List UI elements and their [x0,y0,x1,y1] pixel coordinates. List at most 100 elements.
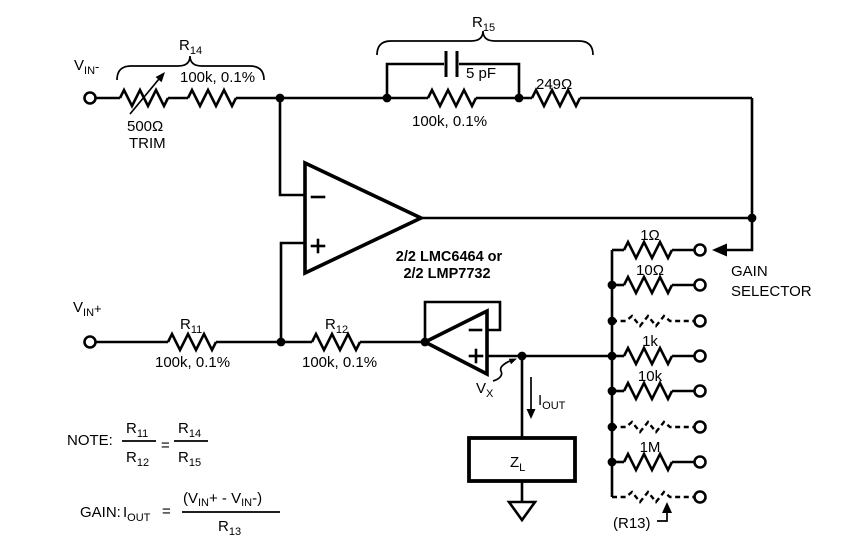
gain-resistor-1ohm: 1Ω [612,227,707,261]
iout-branch: IOUT [520,356,566,438]
gain-formula: GAIN: IOUT = (VIN+ - VIN-) R13 [80,490,280,538]
inverting-input-wire [278,98,305,197]
gain-numerator: (VIN+ - VIN-) [183,490,262,509]
iout-label: IOUT [538,392,566,412]
junction-dot [276,337,286,347]
tap-label: 10k [638,368,663,385]
resistor-body-dashed [612,490,694,504]
resistor-body [622,239,674,261]
zl-box [467,436,577,483]
r11-value: 100k, 0.1% [155,354,230,371]
note-formula: NOTE: R11 R12 = R14 R15 [67,420,208,469]
iout-arrowhead [526,409,536,419]
junction-dot [747,213,757,223]
gain-resistor-1M: 1M [612,439,707,473]
note-frac1-denominator: R12 [126,449,149,469]
gain-resistor-1k: 1k [612,333,707,367]
cap-branch-wire-right [459,62,521,98]
vx-pointer-arrowhead [508,358,517,365]
r14-brace [116,55,265,81]
r12-body [310,331,362,353]
gain-resistor-ladder: 1Ω 10Ω 1k 10k [610,227,707,532]
gain-selector-arrowhead [712,243,727,257]
junction-dots [275,93,757,467]
r15-network: R15 5 pF 100k, 0.1% 249Ω [376,14,594,130]
note-frac1-numerator: R11 [126,420,148,440]
pot-wiper-arrow-shaft [129,78,160,115]
vin-plus-terminal [83,335,97,349]
r13-callout: (R13) [613,502,672,532]
vin-minus-terminal [83,91,97,105]
vx-pointer-curve [492,360,511,382]
gain-resistor-10k: 10k [612,368,707,402]
vx-annotation: VX [476,358,517,400]
junction-dot [275,93,285,103]
gain-denominator: R13 [218,518,241,538]
note-prefix: NOTE: [67,432,113,449]
gain-resistor-dashed [612,420,707,434]
vin-minus-label: VIN- [74,57,99,77]
load-zl: ZL [467,436,577,523]
tap-label: 1k [642,333,658,350]
top-rail-wires [95,96,754,252]
junction-dot [420,337,430,347]
opamp-main-triangle [303,160,426,276]
gain-resistor-dashed [612,490,707,504]
resistor-r11: R11 100k, 0.1% [155,316,230,371]
opamp-part-line1: 2/2 LMC6464 or [396,249,503,265]
opamp-buffer [421,300,612,377]
r13-label: (R13) [613,515,651,532]
resistor-body [622,345,674,367]
tap-terminal [693,349,707,363]
resistor-body-dashed [612,314,694,328]
gain-selector-line2: SELECTOR [731,283,812,300]
tap-terminal [693,455,707,469]
tap-terminal [693,314,707,328]
r15-100k-value: 100k, 0.1% [412,113,487,130]
trim-label: TRIM [129,135,166,152]
resistor-249ohm-body [530,87,582,109]
resistor-body [622,451,674,473]
resistor-r12: R12 100k, 0.1% [302,316,377,371]
resistor-r14: R14 100k, 0.1% [116,37,265,109]
gain-equals: = [162,503,171,520]
buffer-feedback-wire [423,300,502,342]
resistor-249ohm-value: 249Ω [536,76,572,93]
note-frac2-numerator: R14 [178,420,201,440]
tap-terminal [693,278,707,292]
trim-potentiometer: 500Ω TRIM [118,72,170,152]
ground-symbol [506,500,538,523]
gain-resistor-10ohm: 10Ω [612,262,707,296]
r14-value: 100k, 0.1% [180,69,255,86]
tap-terminal [693,384,707,398]
gain-selector-line1: GAIN [731,263,768,280]
tap-label: 1M [640,439,661,456]
noninverting-input-wire [279,241,305,342]
r13-pointer-line [657,512,668,522]
vx-label: VX [476,380,494,400]
cap-branch-wire-left [385,62,444,98]
opamp-part-line2: 2/2 LMP7732 [403,266,490,282]
resistor-body [622,274,674,296]
feedback-right-wire [726,98,754,252]
junction-dot [607,316,617,326]
note-equals: = [161,437,170,454]
gain-resistor-dashed [612,314,707,328]
gain-prefix: GAIN: [80,504,121,521]
junction-dot [607,386,617,396]
junction-dot [607,351,617,361]
junction-dot [607,457,617,467]
trim-value-label: 500Ω [127,118,163,135]
cap-value-label: 5 pF [466,65,496,82]
r15-label: R15 [472,14,495,34]
r12-label: R12 [325,316,348,336]
tap-terminal [693,420,707,434]
junction-dot [607,422,617,432]
pot-wiper-arrowhead [155,72,165,83]
r11-body [166,331,218,353]
junction-dot [607,280,617,290]
gain-lhs: IOUT [123,504,151,524]
junction-dot [382,93,392,103]
